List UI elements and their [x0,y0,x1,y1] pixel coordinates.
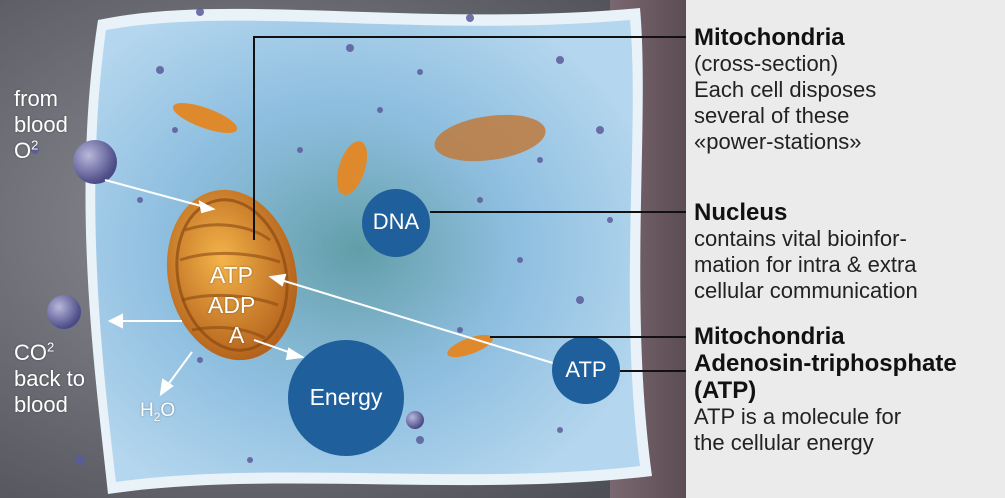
callout-mitochondria-title: Mitochondria [694,24,845,51]
callout-lines [253,36,686,372]
legend-panel [686,0,1005,498]
flow-arrows [104,179,557,397]
callout-mitochondria: Mitochondria (cross-section) Each cell d… [694,24,877,154]
callout-nucleus-title: Nucleus [694,199,788,226]
atp-circle [552,336,620,404]
co2-molecule [47,295,81,329]
dna-circle [362,189,430,257]
h2o-label: H2O [140,400,176,424]
oxygen-molecule [73,140,117,184]
small-molecule [406,411,424,429]
atp-circle-label: ATP [565,357,607,382]
from-blood-label: from blood O2 [14,86,68,163]
callout-atp: Mitochondria Adenosin-triphosphate (ATP)… [694,323,957,455]
energy-label: Energy [309,384,383,410]
co2-back-label: CO2 back to blood [14,339,85,417]
mito-adp-label: ADP [208,292,256,318]
dna-label: DNA [372,209,420,234]
mito-a-label: A [229,322,245,348]
energy-circle [288,340,404,456]
mito-atp-label: ATP [210,262,254,288]
large-mitochondrion [166,189,298,361]
callout-nucleus: Nucleus contains vital bioinfor- mation … [694,199,918,303]
cell-particles [31,8,613,465]
small-mitochondria [172,103,546,358]
